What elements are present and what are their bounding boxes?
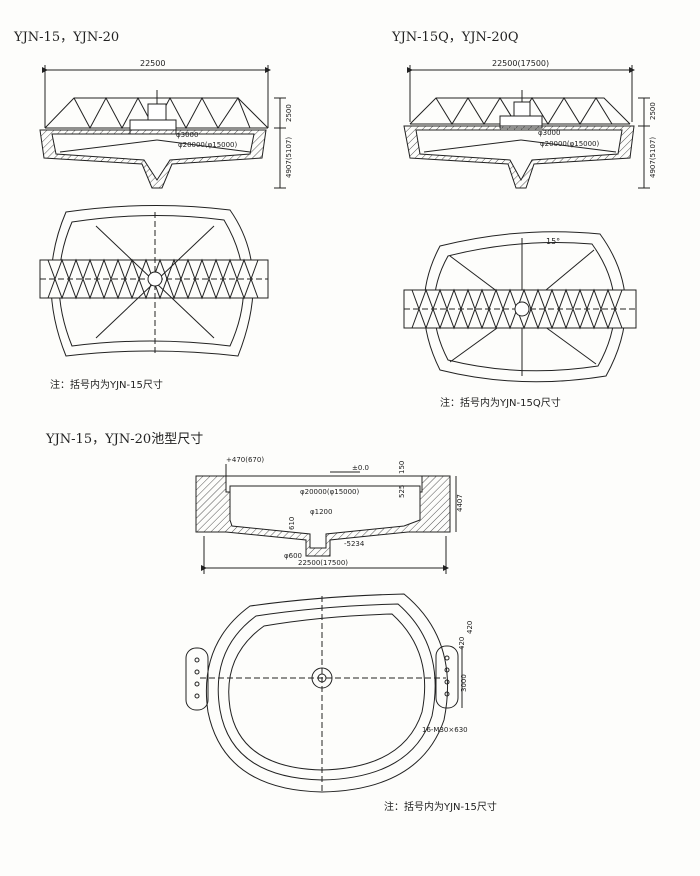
dim-left-h-top: 2500 <box>285 104 293 122</box>
title-yjn15q-yjn20q: YJN-15Q，YJN-20Q <box>392 30 519 45</box>
dim-pool-depth: -5234 <box>344 540 365 548</box>
dim-right-h-top: 2500 <box>649 102 657 120</box>
dim-pool-zero: ±0.0 <box>352 464 369 472</box>
title-pool-dimensions: YJN-15，YJN-20池型尺寸 <box>46 432 204 447</box>
dim-pool-4407: 4407 <box>456 494 464 512</box>
dim-pool-525: 525 <box>398 485 406 498</box>
dim-right-width: 22500(17500) <box>492 59 549 68</box>
dim-left-phi-small: φ3000 <box>176 131 198 139</box>
dim-pool-610: 610 <box>288 517 296 530</box>
plan-left <box>39 204 269 357</box>
dim-left-phi-big: φ20000(φ15000) <box>178 141 238 149</box>
dim-left-h-side: 4907(5107) <box>285 137 293 178</box>
elevation-right: 22500(17500) 2500 4907(5107) φ3000 φ2000… <box>403 59 657 189</box>
dim-right-phi-big: φ20000(φ15000) <box>540 140 600 148</box>
plan-right: 15° <box>403 231 637 383</box>
elevation-left: 22500 2500 4907(5107) φ3000 φ20000(φ <box>39 59 293 189</box>
dim-pool-bolts: 16-M30×630 <box>422 726 468 734</box>
dim-pool-150: 150 <box>398 461 406 474</box>
dim-left-width: 22500 <box>140 59 165 68</box>
dim-pool-420b: 420 <box>458 637 466 650</box>
title-yjn15-yjn20: YJN-15，YJN-20 <box>14 30 120 45</box>
dim-pool-top-level: +470(670) <box>226 456 264 464</box>
dim-right-h-side: 4907(5107) <box>649 137 657 178</box>
dim-pool-3000: 3000 <box>460 674 468 692</box>
note-bottom: 注：括号内为YJN-15尺寸 <box>384 802 497 813</box>
note-right: 注：括号内为YJN-15Q尺寸 <box>440 398 561 409</box>
dim-pool-420a: 420 <box>466 621 474 634</box>
dim-pool-phi600: φ600 <box>284 552 302 560</box>
dim-right-angle: 15° <box>546 237 560 246</box>
note-left: 注：括号内为YJN-15尺寸 <box>50 380 163 391</box>
pool-section: +470(670) ±0.0 150 525 4407 φ20000(φ1500… <box>195 456 464 574</box>
dim-pool-phi1200: φ1200 <box>310 508 332 516</box>
dim-pool-phi-big: φ20000(φ15000) <box>300 488 360 496</box>
pool-plan: 420 420 3000 16-M30×630 <box>185 593 474 793</box>
dim-pool-width: 22500(17500) <box>298 559 348 567</box>
dim-right-phi-small: φ3000 <box>538 129 560 137</box>
